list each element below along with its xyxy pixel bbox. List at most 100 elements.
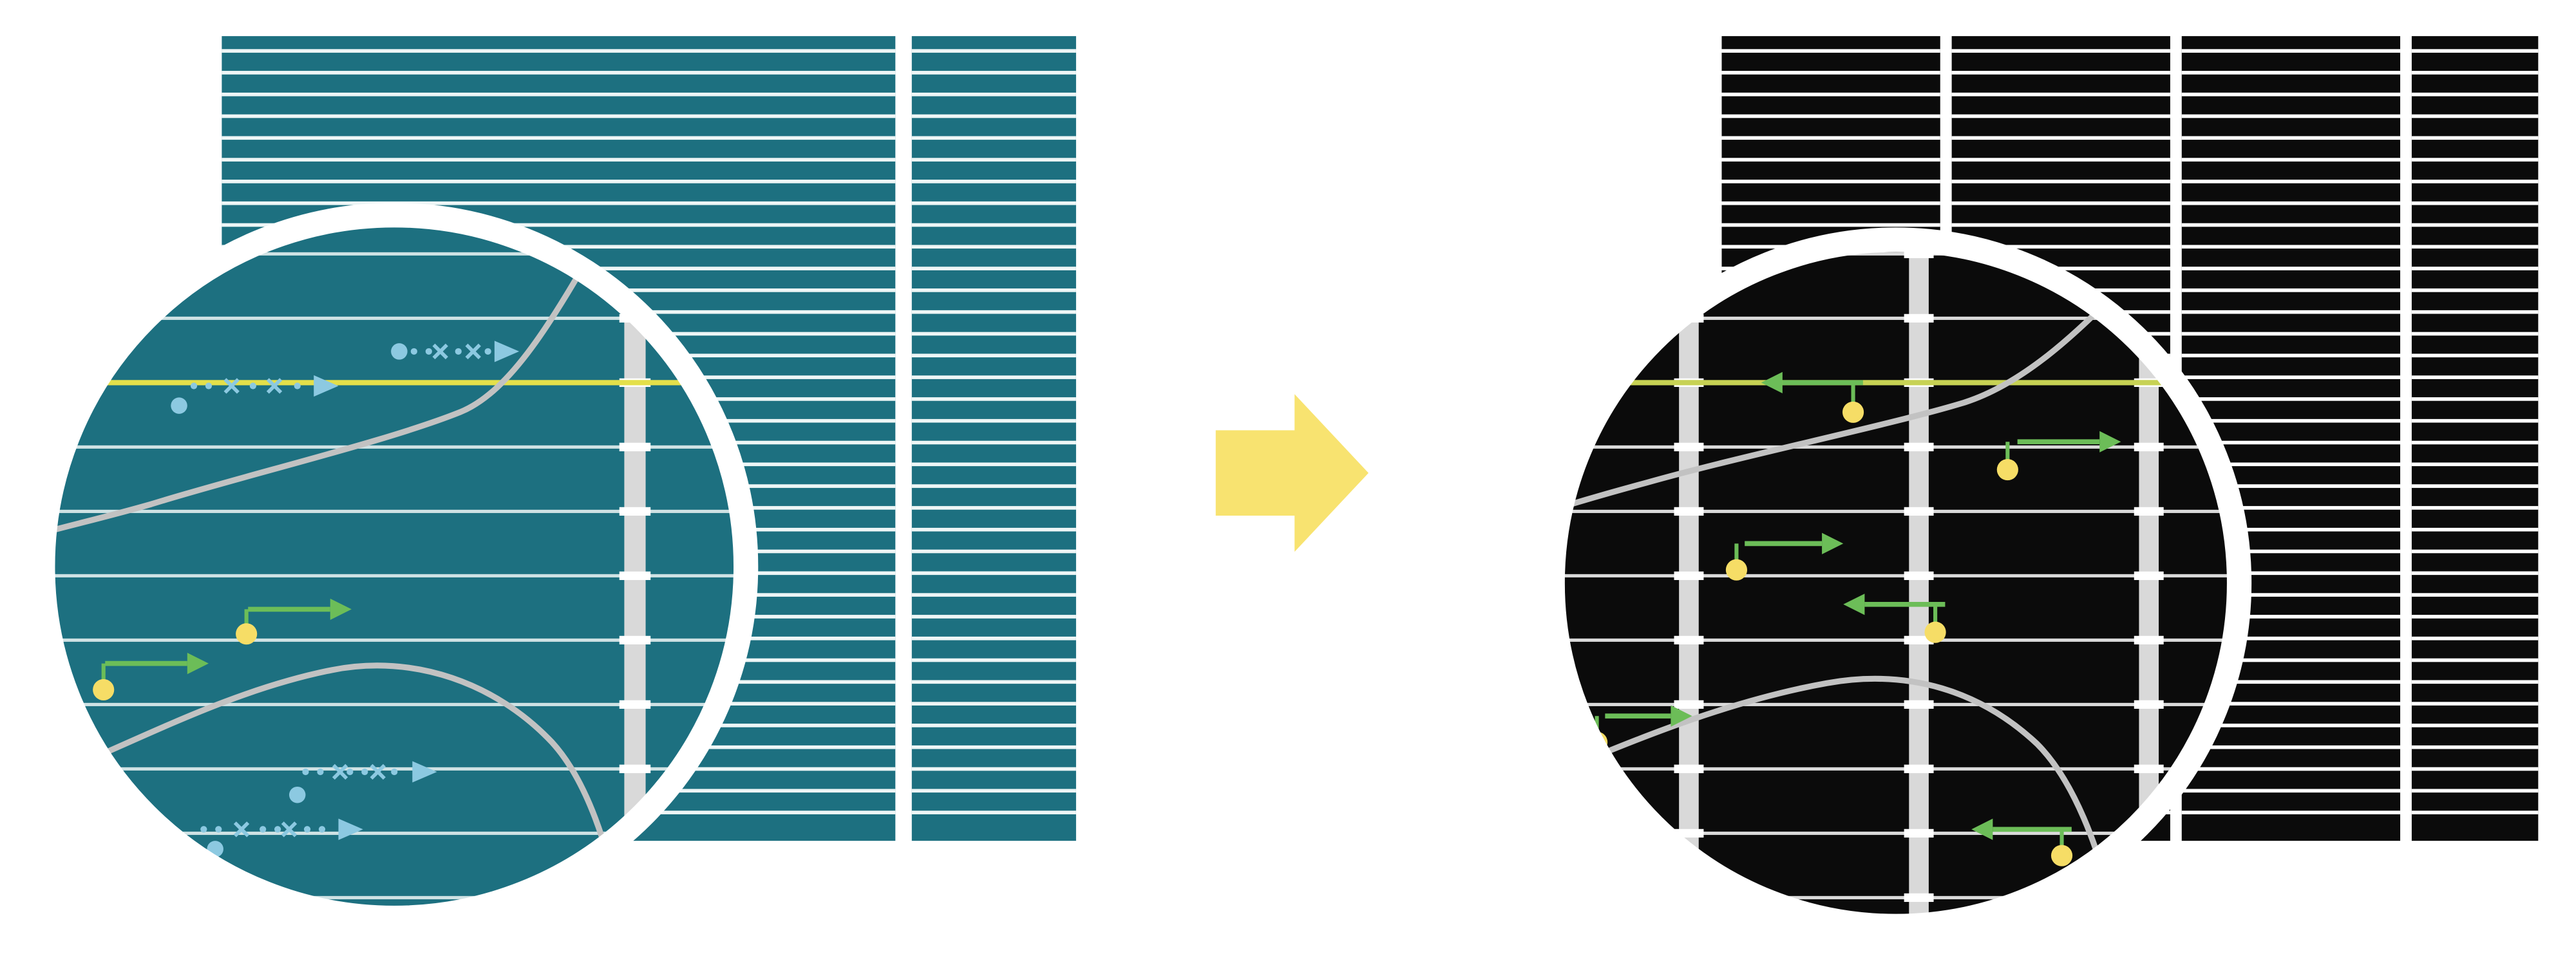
cell-finger-line bbox=[2411, 680, 2539, 684]
cell-finger-line bbox=[2411, 789, 2539, 793]
grain-boundary-line bbox=[54, 227, 608, 537]
dislocation-trail-dot bbox=[215, 826, 222, 833]
cell-finger-line bbox=[911, 71, 1076, 75]
cell-finger-line bbox=[2181, 71, 2401, 75]
busbar-tick bbox=[1674, 251, 1704, 259]
cell-finger-line bbox=[222, 180, 896, 183]
dislocation-cross bbox=[233, 821, 250, 838]
cell-finger-line bbox=[2181, 440, 2401, 445]
cell-finger-line bbox=[1721, 71, 1940, 75]
cell-finger-line bbox=[2411, 745, 2539, 749]
cell-finger-line bbox=[1721, 223, 1940, 227]
busbar-tick bbox=[619, 571, 651, 581]
cell-finger-line bbox=[2181, 658, 2401, 662]
cell-finger-line bbox=[2181, 223, 2401, 227]
cell-finger-line bbox=[2181, 375, 2401, 379]
moving-dislocation-arrowhead-icon bbox=[338, 818, 363, 840]
busbar-tick bbox=[1904, 893, 1934, 903]
pinned-dislocation-arrowhead-icon bbox=[1843, 594, 1865, 615]
cell-finger-line bbox=[2181, 745, 2401, 749]
cell-finger-line bbox=[2411, 767, 2539, 771]
cell-finger-line bbox=[2181, 593, 2401, 597]
cell-finger-line bbox=[911, 114, 1076, 118]
magnified-finger-line bbox=[1564, 702, 2228, 706]
cell-finger-line bbox=[911, 223, 1076, 227]
dislocation-trail-dot bbox=[260, 826, 267, 833]
magnifier-ring bbox=[30, 203, 759, 931]
busbar-tick bbox=[2134, 507, 2164, 516]
busbar-tick bbox=[619, 764, 651, 774]
cell-finger-line bbox=[911, 353, 1076, 358]
busbar-tick bbox=[1674, 635, 1704, 645]
cell-finger-line bbox=[1951, 49, 2170, 53]
magnifier-content bbox=[54, 227, 735, 907]
busbar-tick bbox=[1904, 571, 1934, 581]
dislocation-trail-dot bbox=[274, 826, 281, 833]
dislocation-trail-dot bbox=[346, 768, 354, 776]
dislocation-trail-dot bbox=[484, 348, 491, 355]
pinned-dislocation-arrowhead-icon bbox=[187, 653, 209, 675]
busbar-tick bbox=[619, 700, 651, 709]
busbar-tick bbox=[1674, 893, 1704, 903]
cell-finger-line bbox=[911, 462, 1076, 467]
cell-finger-line bbox=[2181, 288, 2401, 292]
cell-finger-line bbox=[2181, 267, 2401, 270]
pinned-dislocation-arrowhead-icon bbox=[1671, 705, 1692, 727]
dislocation-cross bbox=[281, 821, 298, 838]
busbar-tick bbox=[1674, 507, 1704, 516]
cell-finger-line bbox=[2411, 615, 2539, 619]
dislocation-trail-dot bbox=[249, 382, 256, 389]
cell-finger-line bbox=[911, 180, 1076, 183]
solar-cell-panel bbox=[2411, 36, 2539, 841]
cell-finger-line bbox=[2181, 136, 2401, 140]
busbar-tick bbox=[2134, 764, 2164, 774]
magnified-finger-line bbox=[54, 316, 735, 320]
cell-finger-line bbox=[1721, 180, 1940, 183]
busbar-tick bbox=[1904, 251, 1934, 259]
dislocation-trail-dot bbox=[317, 768, 324, 776]
highlighted-finger-line bbox=[1564, 380, 2228, 386]
cell-finger-line bbox=[222, 71, 896, 75]
cell-finger-line bbox=[2411, 245, 2539, 249]
cell-finger-line bbox=[2181, 810, 2401, 814]
cell-finger-line bbox=[1951, 180, 2170, 183]
dislocation-cross bbox=[332, 763, 348, 780]
cell-finger-line bbox=[2411, 201, 2539, 205]
dislocation-trail-dot bbox=[425, 348, 432, 355]
cell-finger-line bbox=[2411, 593, 2539, 597]
cell-finger-line bbox=[2181, 114, 2401, 118]
cell-finger-line bbox=[2181, 332, 2401, 336]
pinned-site-dot bbox=[236, 623, 258, 645]
busbar-tick bbox=[2134, 442, 2164, 452]
cell-finger-line bbox=[2411, 267, 2539, 270]
cell-finger-line bbox=[222, 114, 896, 118]
cell-finger-line bbox=[2411, 288, 2539, 292]
cell-finger-line bbox=[1721, 114, 1940, 118]
cell-finger-line bbox=[2181, 245, 2401, 249]
transition-arrow-icon bbox=[1215, 394, 1368, 552]
cell-finger-line bbox=[2411, 724, 2539, 727]
cell-finger-line bbox=[2181, 767, 2401, 771]
busbar-tick bbox=[619, 442, 651, 452]
cell-finger-line bbox=[2411, 397, 2539, 401]
grain-boundary-line bbox=[1564, 272, 2136, 516]
cell-finger-line bbox=[911, 680, 1076, 684]
cell-finger-line bbox=[2181, 549, 2401, 554]
busbar-tick bbox=[619, 507, 651, 516]
dislocation-cross bbox=[223, 378, 240, 394]
dislocation-trail-dot bbox=[391, 768, 398, 776]
dislocation-dot bbox=[391, 343, 408, 360]
dislocation-trail-dot bbox=[410, 348, 417, 355]
cell-finger-line bbox=[911, 375, 1076, 379]
pinned-dislocation-arrowhead-icon bbox=[2099, 431, 2121, 453]
cell-finger-line bbox=[911, 724, 1076, 727]
cell-finger-line bbox=[911, 440, 1076, 445]
dislocation-trail-dot bbox=[361, 768, 368, 776]
cell-finger-line bbox=[2181, 506, 2401, 510]
busbar-tick bbox=[1674, 442, 1704, 452]
dislocation-trail-dot bbox=[200, 826, 207, 833]
cell-finger-line bbox=[2411, 353, 2539, 358]
busbar bbox=[624, 227, 646, 907]
busbar-tick bbox=[619, 635, 651, 645]
